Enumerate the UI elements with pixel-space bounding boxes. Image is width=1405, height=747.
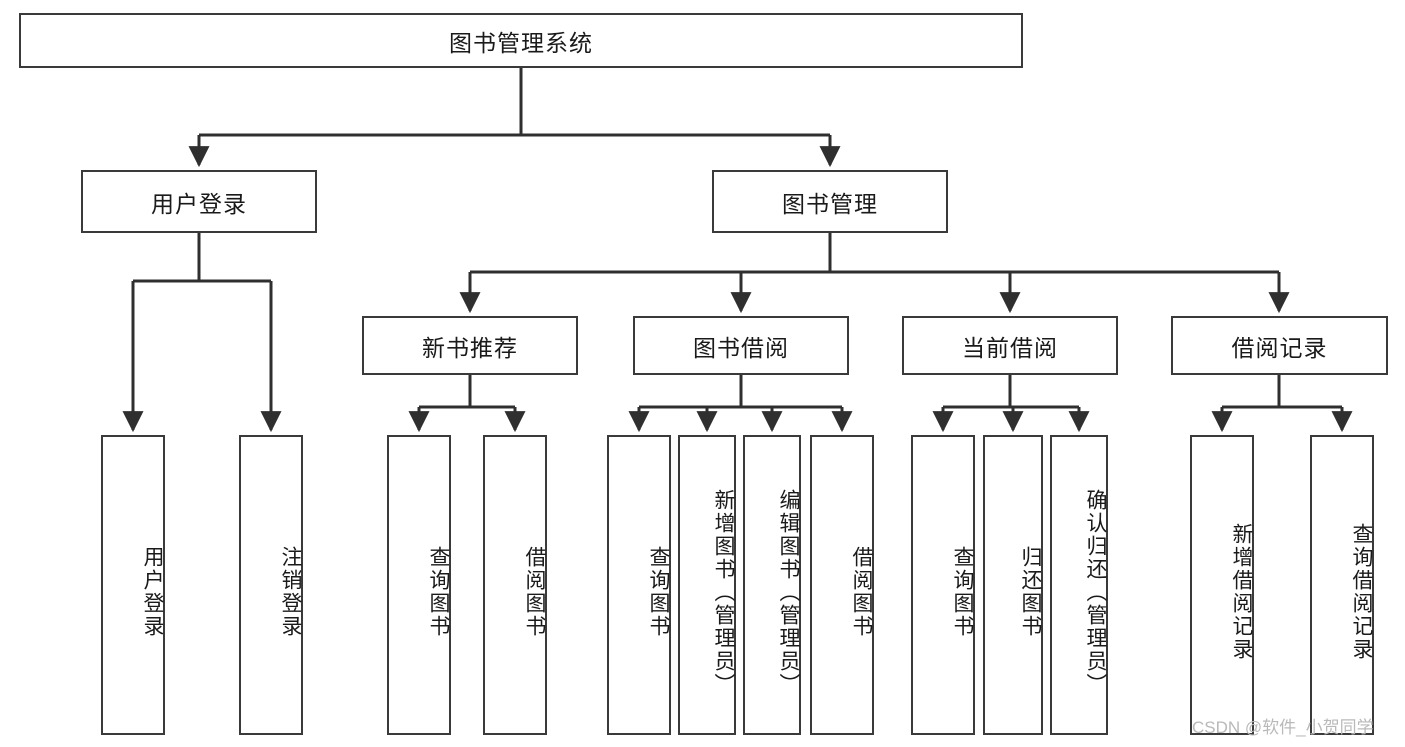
node-new-book-recommend[interactable]: 新书推荐 bbox=[362, 316, 578, 375]
leaf-edit-book[interactable]: 编辑图书（管理员） bbox=[743, 435, 801, 735]
leaf-add-record-label: 新增借阅记录 bbox=[1230, 523, 1253, 661]
node-root[interactable]: 图书管理系统 bbox=[19, 13, 1023, 68]
node-borrow-records[interactable]: 借阅记录 bbox=[1171, 316, 1388, 375]
leaf-add-record[interactable]: 新增借阅记录 bbox=[1190, 435, 1254, 735]
leaf-user-login-label: 用户登录 bbox=[141, 546, 164, 638]
leaf-query-record[interactable]: 查询借阅记录 bbox=[1310, 435, 1374, 735]
node-current-borrow[interactable]: 当前借阅 bbox=[902, 316, 1118, 375]
node-user-login-label: 用户登录 bbox=[151, 190, 247, 217]
node-current-borrow-label: 当前借阅 bbox=[962, 334, 1058, 361]
leaf-edit-book-label: 编辑图书（管理员） bbox=[777, 488, 800, 696]
leaf-query-book-current[interactable]: 查询图书 bbox=[911, 435, 975, 735]
leaf-add-book-label: 新增图书（管理员） bbox=[712, 488, 735, 696]
node-borrow-records-label: 借阅记录 bbox=[1231, 334, 1328, 361]
node-book-borrow[interactable]: 图书借阅 bbox=[633, 316, 849, 375]
leaf-query-book-borrow-label: 查询图书 bbox=[647, 546, 670, 638]
leaf-confirm-return[interactable]: 确认归还（管理员） bbox=[1050, 435, 1108, 735]
node-new-book-recommend-label: 新书推荐 bbox=[422, 334, 518, 361]
leaf-logout-label: 注销登录 bbox=[279, 546, 302, 638]
leaf-query-book-current-label: 查询图书 bbox=[951, 546, 974, 638]
leaf-return-book[interactable]: 归还图书 bbox=[983, 435, 1043, 735]
leaf-logout[interactable]: 注销登录 bbox=[239, 435, 303, 735]
leaf-borrow-book-recommend-label: 借阅图书 bbox=[523, 546, 546, 638]
node-root-label: 图书管理系统 bbox=[449, 29, 593, 56]
node-book-manage[interactable]: 图书管理 bbox=[712, 170, 948, 233]
leaf-borrow-book-label: 借阅图书 bbox=[850, 546, 873, 638]
leaf-borrow-book-recommend[interactable]: 借阅图书 bbox=[483, 435, 547, 735]
node-book-borrow-label: 图书借阅 bbox=[693, 334, 789, 361]
leaf-borrow-book[interactable]: 借阅图书 bbox=[810, 435, 874, 735]
leaf-return-book-label: 归还图书 bbox=[1019, 546, 1042, 638]
leaf-add-book[interactable]: 新增图书（管理员） bbox=[678, 435, 736, 735]
leaf-query-book-recommend[interactable]: 查询图书 bbox=[387, 435, 451, 735]
leaf-query-book-recommend-label: 查询图书 bbox=[427, 546, 450, 638]
leaf-user-login[interactable]: 用户登录 bbox=[101, 435, 165, 735]
leaf-confirm-return-label: 确认归还（管理员） bbox=[1084, 488, 1107, 696]
csdn-watermark: CSDN @软件_小贺同学 bbox=[1192, 718, 1374, 737]
leaf-query-record-label: 查询借阅记录 bbox=[1350, 523, 1373, 661]
node-book-manage-label: 图书管理 bbox=[782, 190, 878, 217]
leaf-query-book-borrow[interactable]: 查询图书 bbox=[607, 435, 671, 735]
node-user-login[interactable]: 用户登录 bbox=[81, 170, 317, 233]
